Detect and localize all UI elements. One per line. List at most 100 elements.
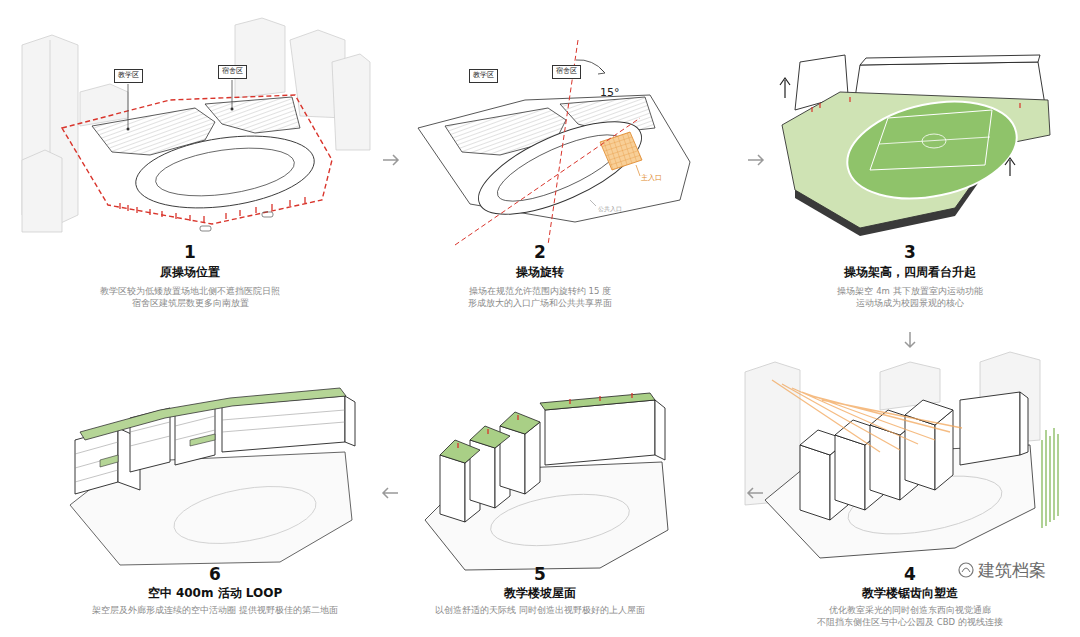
sky-loop-model	[70, 388, 355, 565]
step-title: 原操场位置	[160, 265, 220, 279]
illustration-part	[540, 393, 655, 410]
entrance-label: 公共入口	[598, 205, 622, 212]
step-title: 原操场位置	[80, 265, 300, 279]
illustration-part	[772, 380, 962, 452]
step-title: 空中 400m 活动 LOOP	[148, 586, 283, 600]
step-description: 教学区较为低矮放置场地北侧不遮挡医院日照 宿舍区建筑层数更多向南放置	[65, 285, 315, 310]
step-number: 5	[534, 564, 546, 584]
illustration-part	[1020, 392, 1028, 455]
step-number: 5	[510, 564, 570, 584]
step-title: 空中 400m 活动 LOOP	[105, 586, 325, 600]
watermark: 建筑档案	[978, 560, 1046, 580]
zone-tag: 教学区	[114, 69, 143, 82]
step-description: 操场在规范允许范围内旋转约 15 度 形成放大的入口广场和公共共享界面	[415, 285, 665, 310]
illustration-part	[962, 568, 970, 572]
illustration-part	[440, 393, 655, 463]
illustration-part	[1042, 428, 1058, 528]
illustration-part	[128, 80, 232, 128]
illustration-part	[205, 97, 300, 133]
illustration-part	[590, 200, 596, 206]
step-title: 教学楼锯齿向塑造	[862, 586, 958, 600]
step-number: 1	[160, 242, 220, 262]
step-title: 教学楼坡屋面	[430, 586, 650, 600]
step-title: 操场旋转	[516, 265, 564, 279]
illustration-part	[100, 434, 215, 467]
illustration-part	[525, 422, 540, 494]
step-arrow	[383, 155, 915, 498]
staggered-blocks-model	[745, 352, 1058, 558]
illustration-part	[458, 393, 632, 448]
step-number: 3	[904, 242, 916, 262]
illustration-part	[598, 68, 605, 74]
illustration-part	[440, 455, 465, 522]
watermark-logo	[959, 563, 973, 577]
illustration-part	[870, 110, 992, 170]
zone-name: 宿舍区	[556, 67, 577, 76]
illustration-part	[879, 137, 990, 144]
illustration-part	[131, 126, 319, 218]
illustration-part	[153, 140, 298, 203]
illustration-part	[440, 400, 665, 522]
illustration-part	[200, 226, 211, 231]
step-title: 操场旋转	[430, 265, 650, 279]
illustration-part	[780, 78, 1015, 176]
illustration-part	[332, 54, 370, 150]
step-description: 操场在规范允许范围内旋转约 15 度 形成放大的入口广场和公共共享界面	[468, 286, 612, 308]
step-number: 2	[510, 242, 570, 262]
illustration-part	[467, 103, 654, 233]
illustration-part	[22, 18, 370, 232]
zone-name: 宿舍区	[222, 67, 243, 76]
step-description: 架空层及外廊形成连续的空中活动圈 提供视野极佳的第二地面	[92, 605, 338, 615]
step-description: 优化教室采光的同时创造东西向视觉通廊 不阻挡东侧住区与中心公园及 CBD 的视线…	[817, 605, 1003, 627]
illustration-part	[235, 18, 285, 98]
illustration-part	[636, 165, 640, 176]
illustration-part	[600, 132, 642, 170]
step-title: 操场架高，四周看台升起	[844, 265, 976, 279]
illustration-part	[905, 332, 915, 347]
illustration-part	[500, 412, 540, 434]
illustration-part	[860, 55, 1040, 65]
illustration-part	[75, 410, 345, 482]
illustration-part	[127, 128, 130, 131]
illustration-part	[75, 396, 355, 494]
illustration-part	[800, 392, 1028, 520]
illustration-part	[748, 488, 763, 498]
illustration-part	[455, 118, 640, 245]
illustration-part	[383, 155, 398, 165]
illustration-part	[545, 400, 655, 465]
original-site-plan	[22, 18, 370, 232]
illustration-part	[345, 396, 355, 446]
entrance-label: 公共入口	[598, 205, 622, 212]
illustration-part	[812, 97, 1020, 112]
step-description: 架空层及外廊形成连续的空中活动圈 提供视野极佳的第二地面	[90, 604, 340, 616]
illustration-part	[959, 563, 973, 577]
illustration-part	[170, 477, 321, 553]
step-description: 以创造舒适的天际线 同时创造出视野极好的上人屋面	[415, 604, 665, 616]
rotated-site-plan	[418, 40, 690, 245]
illustration-part	[470, 426, 510, 448]
step-title: 操场架高，四周看台升起	[800, 265, 1020, 279]
step-title: 教学楼坡屋面	[504, 586, 576, 600]
step-number: 3	[880, 242, 940, 262]
step-description: 操场架空 4m 其下放置室内运动功能 运动场成为校园景观的核心	[785, 285, 1035, 310]
step-description: 以创造舒适的天际线 同时创造出视野极好的上人屋面	[435, 605, 645, 615]
illustration-part	[800, 445, 830, 520]
illustration-part	[835, 435, 865, 510]
illustration-part	[748, 155, 763, 165]
step-description: 操场架空 4m 其下放置室内运动功能 运动场成为校园景观的核心	[837, 286, 982, 308]
zone-name: 教学区	[118, 71, 139, 80]
entrance-label: 主入口	[641, 174, 662, 182]
illustration-part	[120, 197, 305, 222]
illustration-part	[262, 212, 273, 217]
illustration-part	[62, 95, 332, 224]
step-number: 4	[904, 564, 916, 584]
step-description: 优化教室采光的同时创造东西向视觉通廊 不阻挡东侧住区与中心公园及 CBD 的视线…	[785, 604, 1035, 629]
step-number: 6	[185, 564, 245, 584]
illustration-part	[838, 87, 1025, 213]
step-number: 6	[209, 564, 221, 584]
zone-tag: 宿舍区	[552, 65, 581, 78]
zone-tag: 教学区	[469, 69, 498, 82]
